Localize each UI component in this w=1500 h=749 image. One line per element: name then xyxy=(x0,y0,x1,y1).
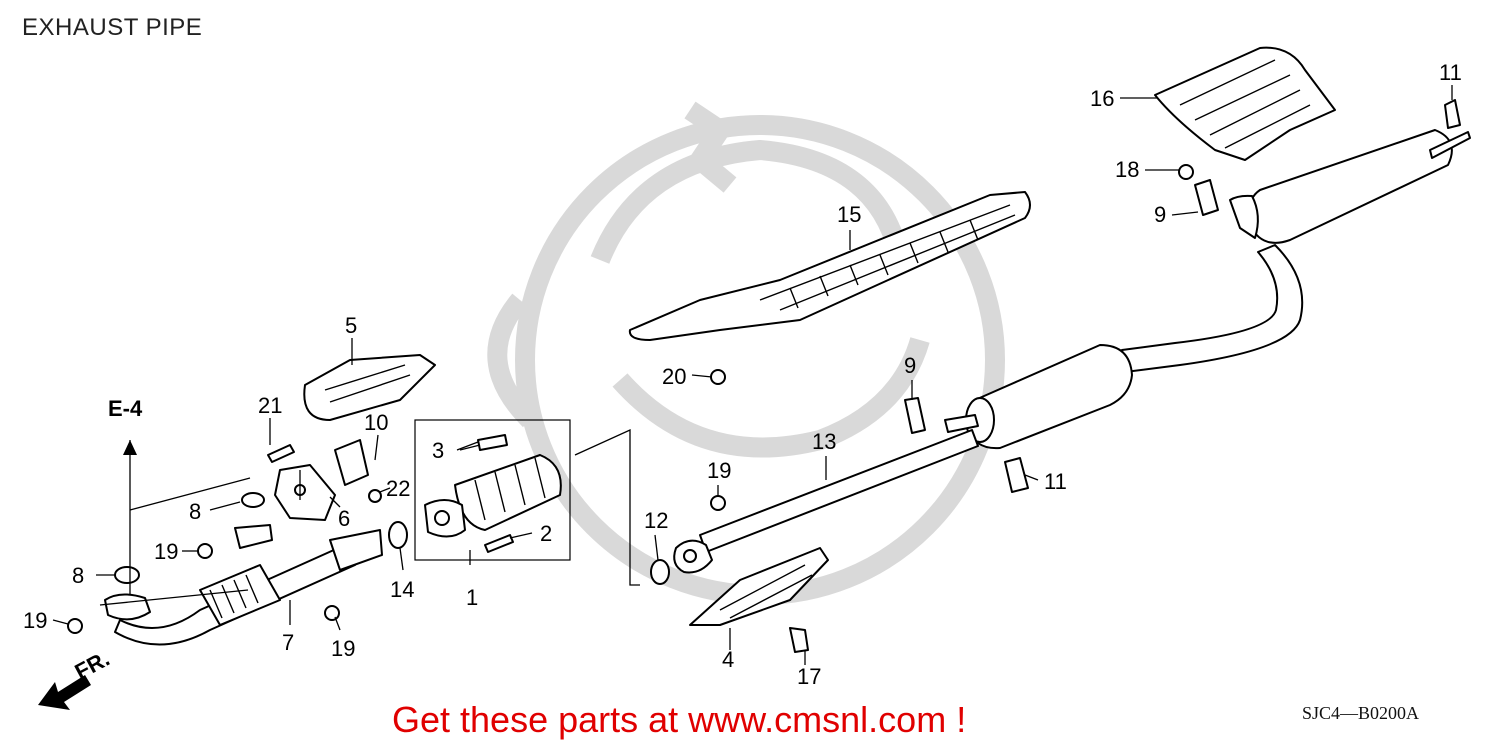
reference-arrow xyxy=(123,440,137,455)
callout-8b: 8 xyxy=(72,563,84,588)
reference-label: E-4 xyxy=(108,396,143,421)
callout-17: 17 xyxy=(797,664,821,689)
middle-pipe xyxy=(673,429,979,574)
callout-11a: 11 xyxy=(1439,60,1462,85)
callout-19c: 19 xyxy=(331,636,355,661)
bracket-6 xyxy=(274,464,336,521)
fasteners xyxy=(67,164,1194,653)
heat-shield-15 xyxy=(628,191,1031,341)
callout-5: 5 xyxy=(345,313,357,338)
callout-20: 20 xyxy=(662,364,686,389)
heat-shield-5 xyxy=(303,354,436,421)
catalytic-converter xyxy=(414,419,571,561)
callout-18: 18 xyxy=(1115,157,1139,182)
callout-19a: 19 xyxy=(23,608,47,633)
callout-10: 10 xyxy=(364,410,388,435)
direction-label: FR. xyxy=(71,646,114,685)
callout-12: 12 xyxy=(644,508,668,533)
callout-6: 6 xyxy=(338,506,350,531)
front-direction-arrow xyxy=(38,675,91,710)
callout-14: 14 xyxy=(390,577,414,602)
bracket-10 xyxy=(334,439,369,486)
leader-lines xyxy=(52,85,1453,665)
callout-1: 1 xyxy=(466,585,478,610)
callout-22: 22 xyxy=(386,476,410,501)
callout-13: 13 xyxy=(812,429,836,454)
callout-15: 15 xyxy=(837,202,861,227)
callout-3: 3 xyxy=(432,438,444,463)
callout-8a: 8 xyxy=(189,499,201,524)
diagram-code: SJC4—B0200A xyxy=(1302,703,1420,723)
heat-shield-4 xyxy=(689,547,829,626)
callout-16: 16 xyxy=(1090,86,1114,111)
callout-19b: 19 xyxy=(154,539,178,564)
callout-2: 2 xyxy=(540,521,552,546)
front-pipe xyxy=(104,524,383,646)
muffler xyxy=(1121,129,1471,373)
page-title: EXHAUST PIPE xyxy=(22,14,203,41)
callout-19d: 19 xyxy=(707,458,731,483)
callout-9a: 9 xyxy=(904,353,916,378)
promo-link[interactable]: Get these parts at www.cmsnl.com ! xyxy=(392,699,967,740)
callout-4: 4 xyxy=(722,647,734,672)
hangers xyxy=(904,99,1461,493)
callout-11b: 11 xyxy=(1044,469,1067,494)
callout-7: 7 xyxy=(282,630,294,655)
heat-shield-16 xyxy=(1154,46,1336,161)
callout-9b: 9 xyxy=(1154,202,1166,227)
callout-21: 21 xyxy=(258,393,282,418)
